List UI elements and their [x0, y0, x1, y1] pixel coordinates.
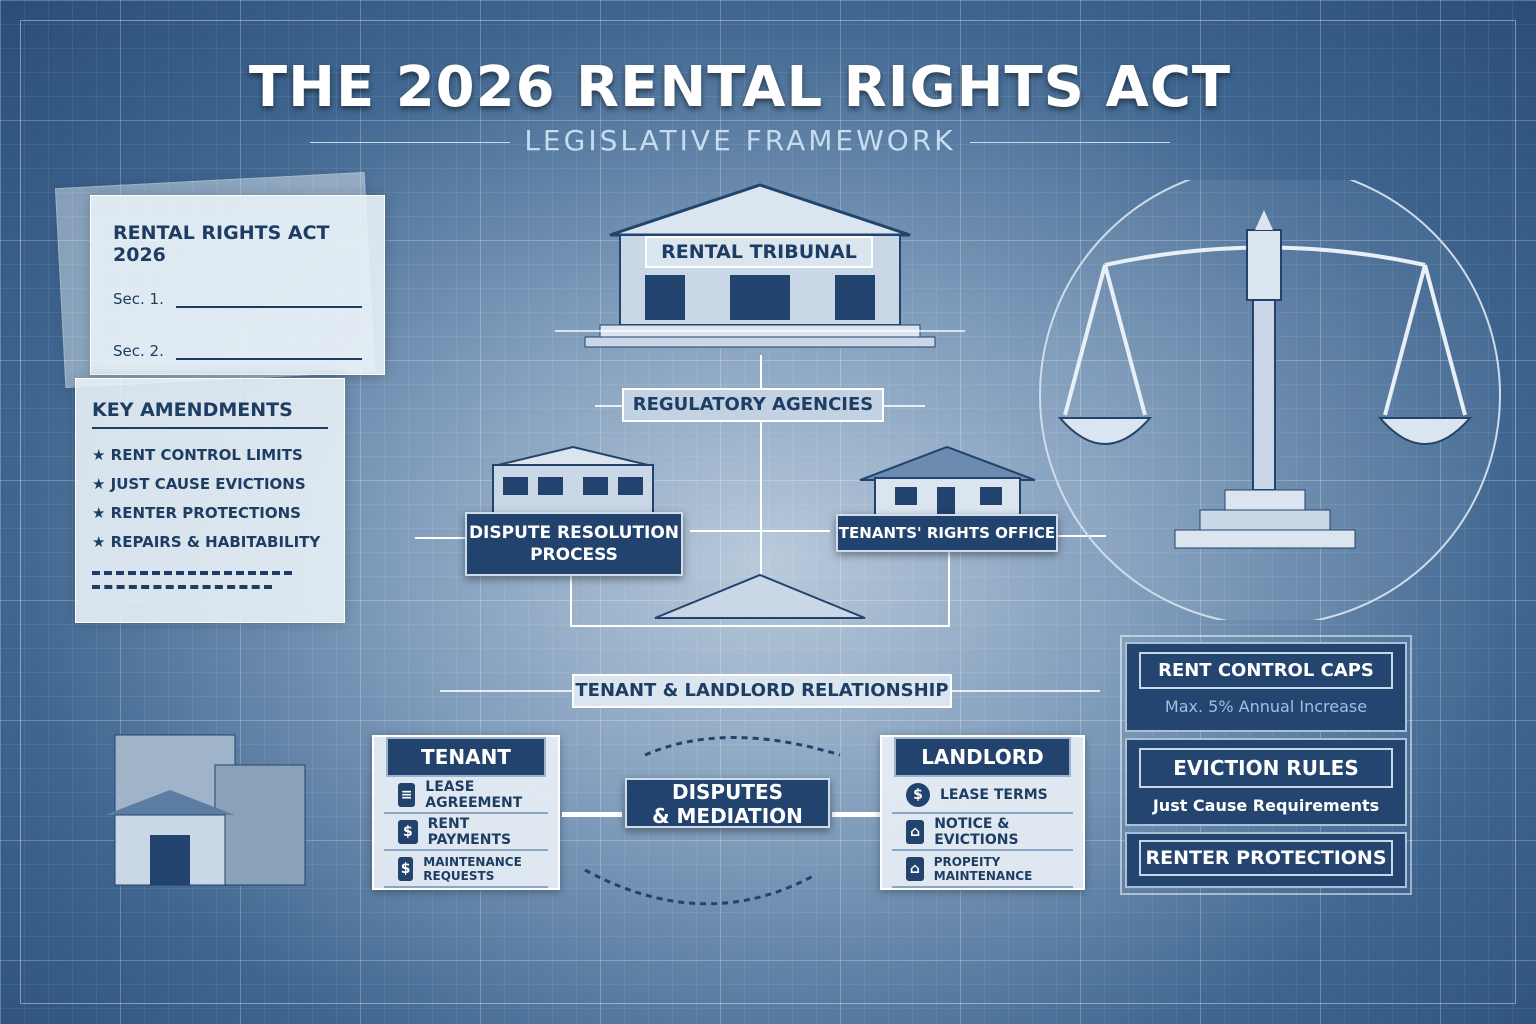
renter-protections-title: RENTER PROTECTIONS [1139, 840, 1393, 876]
roof-icon [654, 573, 866, 619]
amendments-document: KEY AMENDMENTS ★ RENT CONTROL LIMITS ★ J… [75, 378, 345, 623]
landlord-item: $LEASE TERMS [892, 777, 1073, 814]
landlord-heading: LANDLORD [894, 737, 1071, 777]
relationship-label: TENANT & LANDLORD RELATIONSHIP [572, 674, 952, 708]
rent-control-caps-title: RENT CONTROL CAPS [1139, 652, 1393, 689]
connector [690, 530, 830, 532]
landlord-card: LANDLORD $LEASE TERMS ⌂NOTICE & EVICTION… [880, 735, 1085, 890]
frame [20, 20, 1516, 1004]
office-building-icon [492, 445, 654, 513]
tenant-item: $MAINTENANCE REQUESTS [384, 851, 548, 888]
act-document: RENTAL RIGHTS ACT 2026 Sec. 1. Sec. 2. [90, 195, 385, 375]
landlord-item: ⌂PROPEITY MAINTENANCE [892, 851, 1073, 888]
connector [948, 550, 950, 627]
tenants-rights-office-box: TENANTS' RIGHTS OFFICE [836, 514, 1058, 552]
gear-dollar-icon: $ [906, 782, 930, 807]
tenant-item: $RENT PAYMENTS [384, 814, 548, 851]
house-dollar-icon: $ [398, 819, 418, 844]
rent-control-caps-panel: RENT CONTROL CAPS Max. 5% Annual Increas… [1125, 642, 1407, 732]
dispute-resolution-box: DISPUTE RESOLUTION PROCESS [465, 512, 683, 576]
page-subtitle: LEGISLATIVE FRAMEWORK [0, 124, 1480, 157]
cycle-arrows [584, 736, 841, 906]
amendment-item: ★ REPAIRS & HABITABILITY [92, 533, 321, 551]
mediation-line-2: & MEDIATION [652, 804, 803, 828]
arrow-right [562, 812, 622, 817]
eviction-rules-title: EVICTION RULES [1139, 748, 1393, 788]
disputes-mediation-box: DISPUTES& MEDIATION [625, 778, 830, 828]
connector [570, 625, 950, 627]
broken-house-icon: ⌂ [906, 819, 925, 844]
act-heading: RENTAL RIGHTS ACT 2026 [113, 222, 330, 266]
tenant-card: TENANT ≡LEASE AGREEMENT $RENT PAYMENTS $… [372, 735, 560, 890]
scales-of-justice-icon [1039, 180, 1501, 620]
connector [415, 537, 465, 539]
house-dollar-icon: $ [398, 856, 414, 881]
section-1: Sec. 1. [113, 290, 164, 308]
eviction-rules-panel: EVICTION RULES Just Cause Requirements [1125, 738, 1407, 826]
landlord-item: ⌂NOTICE & EVICTIONS [892, 814, 1073, 851]
connector [1056, 535, 1106, 537]
page-title: THE 2026 RENTAL RIGHTS ACT [248, 55, 1232, 120]
arrow-left [832, 812, 880, 817]
document-icon: ≡ [398, 782, 416, 807]
rental-tribunal-label: RENTAL TRIBUNAL [645, 236, 873, 268]
house-icon [859, 445, 1036, 515]
subtitle-text: LEGISLATIVE FRAMEWORK [524, 124, 956, 157]
connector [760, 355, 762, 580]
amendment-item: ★ RENT CONTROL LIMITS [92, 446, 303, 464]
amendment-item: ★ RENTER PROTECTIONS [92, 504, 301, 522]
eviction-rules-detail: Just Cause Requirements [1152, 796, 1380, 815]
amendment-item: ★ JUST CAUSE EVICTIONS [92, 475, 306, 493]
section-2: Sec. 2. [113, 342, 164, 360]
amendments-heading: KEY AMENDMENTS [92, 399, 328, 429]
regulatory-agencies-box: REGULATORY AGENCIES [622, 388, 884, 422]
renter-protections-panel: RENTER PROTECTIONS [1125, 832, 1407, 888]
tenant-item: ≡LEASE AGREEMENT [384, 777, 548, 814]
tenant-heading: TENANT [386, 737, 546, 777]
rent-control-caps-detail: Max. 5% Annual Increase [1164, 697, 1368, 716]
connector [555, 330, 965, 332]
house-icon: ⌂ [906, 856, 924, 881]
townhouse-icon [105, 734, 306, 886]
courthouse-icon [584, 183, 936, 348]
connector [570, 575, 572, 625]
policy-panel-group [1120, 635, 1412, 895]
mediation-line-1: DISPUTES [671, 780, 784, 804]
